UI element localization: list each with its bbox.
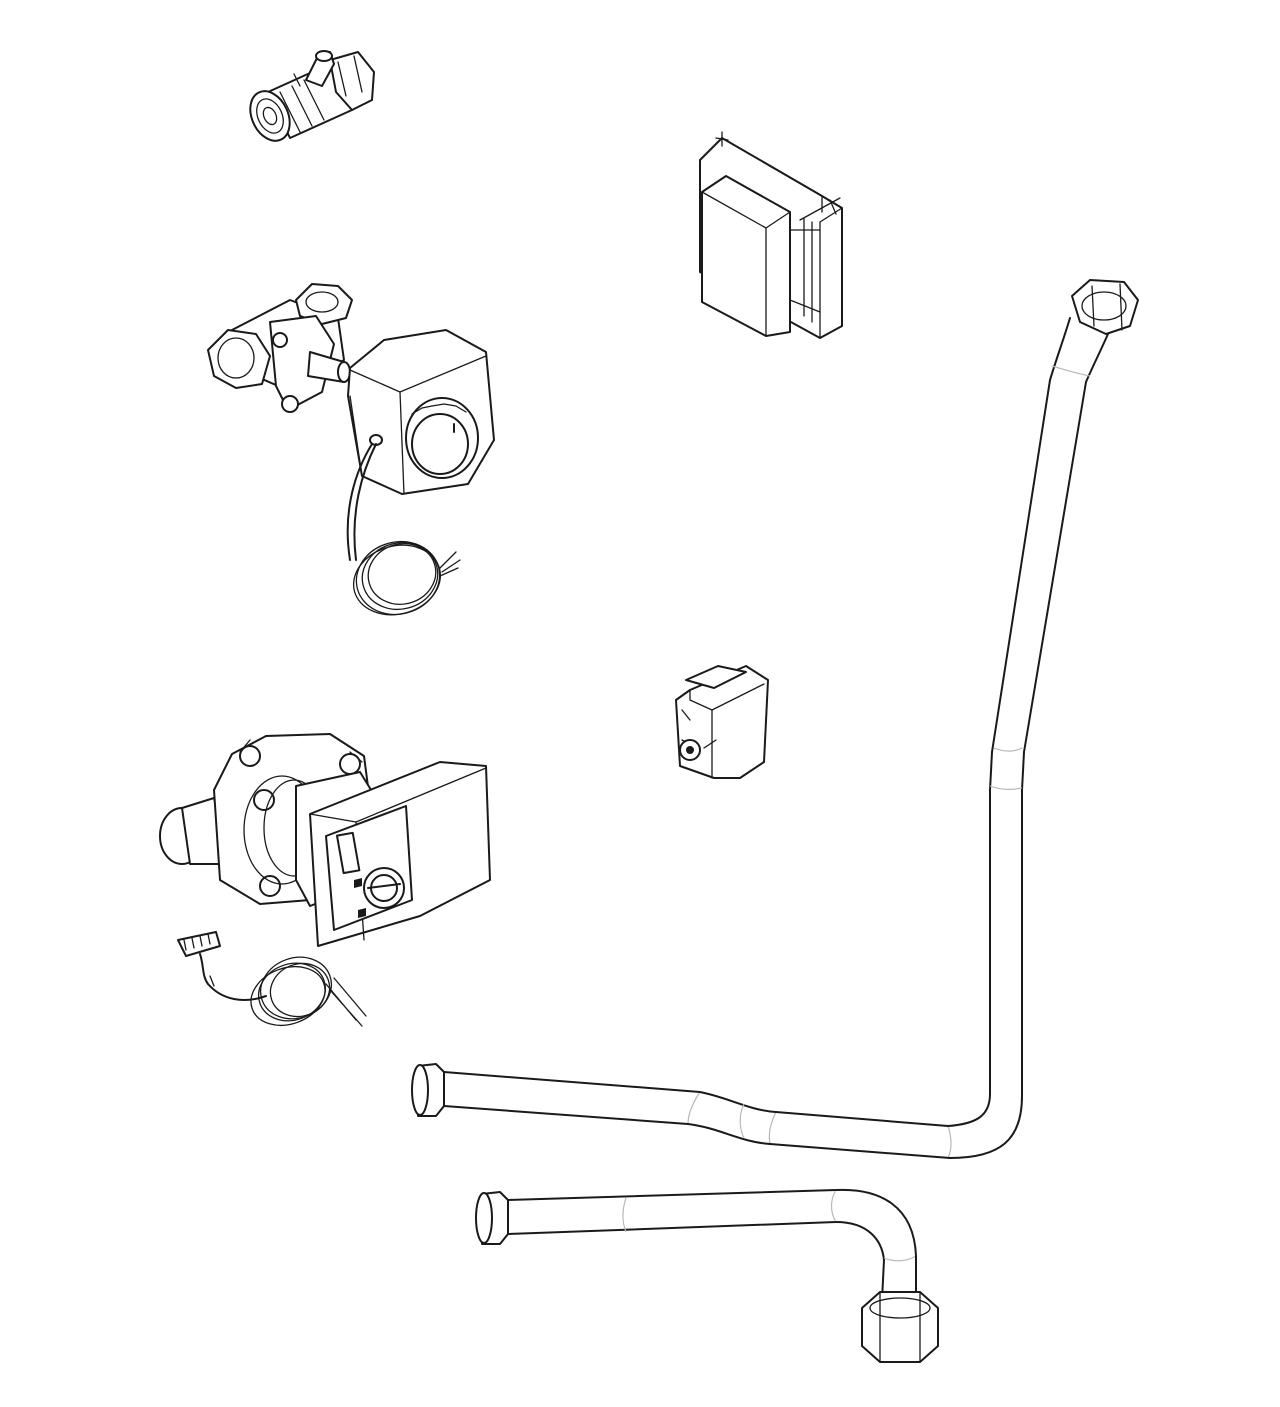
control-box xyxy=(699,131,843,339)
circulation-pump xyxy=(159,733,491,1027)
l-pipe xyxy=(411,279,1139,1159)
mixing-valve-actuator xyxy=(207,283,495,616)
isolation-valve xyxy=(249,50,375,142)
short-pipe xyxy=(475,1188,939,1363)
small-sensor-housing xyxy=(675,665,769,779)
